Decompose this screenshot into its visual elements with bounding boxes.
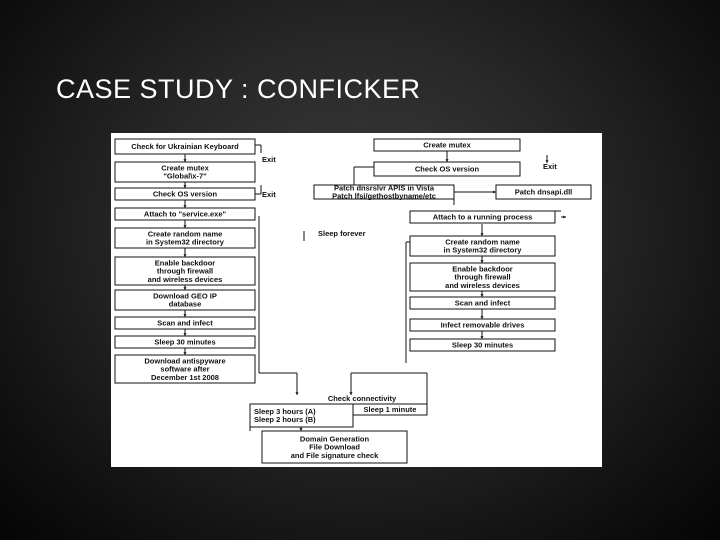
left-step-10-frame bbox=[114, 354, 256, 384]
arrow-head bbox=[183, 159, 187, 162]
right-step-4-text: Create random name bbox=[445, 238, 520, 247]
sleep-hours-box-text: Sleep 2 hours (B) bbox=[254, 415, 316, 424]
left-step-6-frame bbox=[114, 256, 256, 286]
left-step-10-text: December 1st 2008 bbox=[151, 373, 219, 382]
right-step-5-text: and wireless devices bbox=[445, 281, 520, 290]
sleep-1min-box-frame bbox=[352, 403, 428, 416]
left-step-7-text: database bbox=[169, 300, 202, 309]
domain-generation-box-text: File Download bbox=[309, 443, 360, 452]
arrow-head bbox=[493, 190, 496, 194]
right-step-5-text: through firewall bbox=[454, 273, 510, 282]
left-step-10-text: software after bbox=[160, 365, 209, 374]
exit-label-2: Exit bbox=[262, 190, 276, 199]
slide-title: CASE STUDY : CONFICKER bbox=[56, 74, 421, 104]
left-step-6-text: through firewall bbox=[157, 267, 213, 276]
right-step-4-text: in System32 directory bbox=[444, 246, 523, 255]
left-step-9-text: Sleep 30 minutes bbox=[154, 338, 215, 347]
domain-generation-box-frame bbox=[261, 430, 408, 464]
patch-dnsrslvr-box-text: Patch lfsi/gethostbyname/etc bbox=[332, 192, 436, 201]
left-step-2: Create mutex"Global\x-7" bbox=[114, 161, 256, 183]
arrow-head bbox=[183, 205, 187, 208]
arrow-head bbox=[445, 159, 449, 162]
right-step-8-text: Sleep 30 minutes bbox=[452, 341, 513, 350]
left-step-8-text: Scan and infect bbox=[157, 319, 213, 328]
left-step-7-text: Download GEO IP bbox=[153, 292, 217, 301]
arrow-head bbox=[183, 333, 187, 336]
right-step-3-text: Attach to a running process bbox=[433, 213, 533, 222]
right-step-2-text: Check OS version bbox=[415, 165, 480, 174]
left-step-6-text: and wireless devices bbox=[148, 275, 223, 284]
right-step-1: Create mutex bbox=[373, 138, 521, 152]
left-step-2-text: Create mutex bbox=[161, 164, 209, 173]
patch-dnsapi-box: Patch dnsapi.dll bbox=[495, 184, 592, 200]
left-step-4-text: Attach to "service.exe" bbox=[144, 210, 227, 219]
domain-generation-box-text: and File signature check bbox=[291, 451, 379, 460]
domain-generation-box-text: Domain Generation bbox=[300, 434, 370, 443]
arrow-head bbox=[480, 336, 484, 339]
right-step-8: Sleep 30 minutes bbox=[409, 338, 556, 352]
left-step-10-text: Download antispyware bbox=[144, 356, 225, 365]
check-connectivity-box-text: Check connectivity bbox=[328, 394, 397, 403]
arrow-head bbox=[480, 316, 484, 319]
arrow-head bbox=[480, 260, 484, 263]
sleep-hours-box-text: Sleep 3 hours (A) bbox=[254, 407, 316, 416]
left-step-5-text: Create random name bbox=[148, 230, 223, 239]
right-step-7: Infect removable drives bbox=[409, 318, 556, 332]
arrow-head bbox=[349, 392, 353, 395]
left-step-2-text: "Global\x-7" bbox=[163, 172, 207, 181]
sleep-1min-box-text: Sleep 1 minute bbox=[364, 405, 417, 414]
arrow-head bbox=[295, 392, 299, 395]
left-step-3-text: Check OS version bbox=[153, 190, 218, 199]
right-step-7-text: Infect removable drives bbox=[441, 321, 525, 330]
arrow-head bbox=[183, 314, 187, 317]
arrow-head bbox=[183, 225, 187, 228]
left-step-1: Check for Ukrainian Keyboard bbox=[114, 138, 256, 155]
right-step-6-text: Scan and infect bbox=[455, 299, 511, 308]
arrow-head bbox=[183, 185, 187, 188]
right-step-3: Attach to a running process bbox=[409, 210, 556, 224]
patch-dnsrslvr-box-text: Patch dnsrslvr APIS in Vista bbox=[334, 184, 435, 193]
exit-label-1: Exit bbox=[262, 155, 276, 164]
sleep-hours-box: Sleep 3 hours (A)Sleep 2 hours (B) bbox=[249, 403, 354, 428]
right-step-5-text: Enable backdoor bbox=[452, 264, 513, 273]
arrow-head bbox=[480, 294, 484, 297]
arrow-head bbox=[545, 160, 549, 163]
left-step-3: Check OS version bbox=[114, 187, 256, 201]
arrow-head bbox=[183, 287, 187, 290]
left-step-6-text: Enable backdoor bbox=[155, 258, 216, 267]
sleep-forever-label: Sleep forever bbox=[318, 229, 366, 238]
patch-dnsapi-box-text: Patch dnsapi.dll bbox=[515, 188, 573, 197]
sleep-1min-box: Sleep 1 minute bbox=[352, 403, 428, 416]
check-connectivity-box: Check connectivity bbox=[328, 394, 397, 403]
right-step-2: Check OS version bbox=[373, 161, 521, 177]
arrow-head bbox=[299, 428, 303, 431]
left-step-1-text: Check for Ukrainian Keyboard bbox=[131, 142, 239, 151]
exit-label-3: Exit bbox=[543, 162, 557, 171]
left-step-5-text: in System32 directory bbox=[146, 238, 225, 247]
left-step-9: Sleep 30 minutes bbox=[114, 335, 256, 349]
right-step-1-text: Create mutex bbox=[423, 141, 471, 150]
right-step-6: Scan and infect bbox=[409, 296, 556, 310]
left-step-4: Attach to "service.exe" bbox=[114, 207, 256, 221]
arrow-head bbox=[183, 254, 187, 257]
arrow-head bbox=[183, 352, 187, 355]
left-step-8: Scan and infect bbox=[114, 316, 256, 330]
arrow-head bbox=[480, 233, 484, 236]
arrow-head bbox=[563, 215, 566, 219]
